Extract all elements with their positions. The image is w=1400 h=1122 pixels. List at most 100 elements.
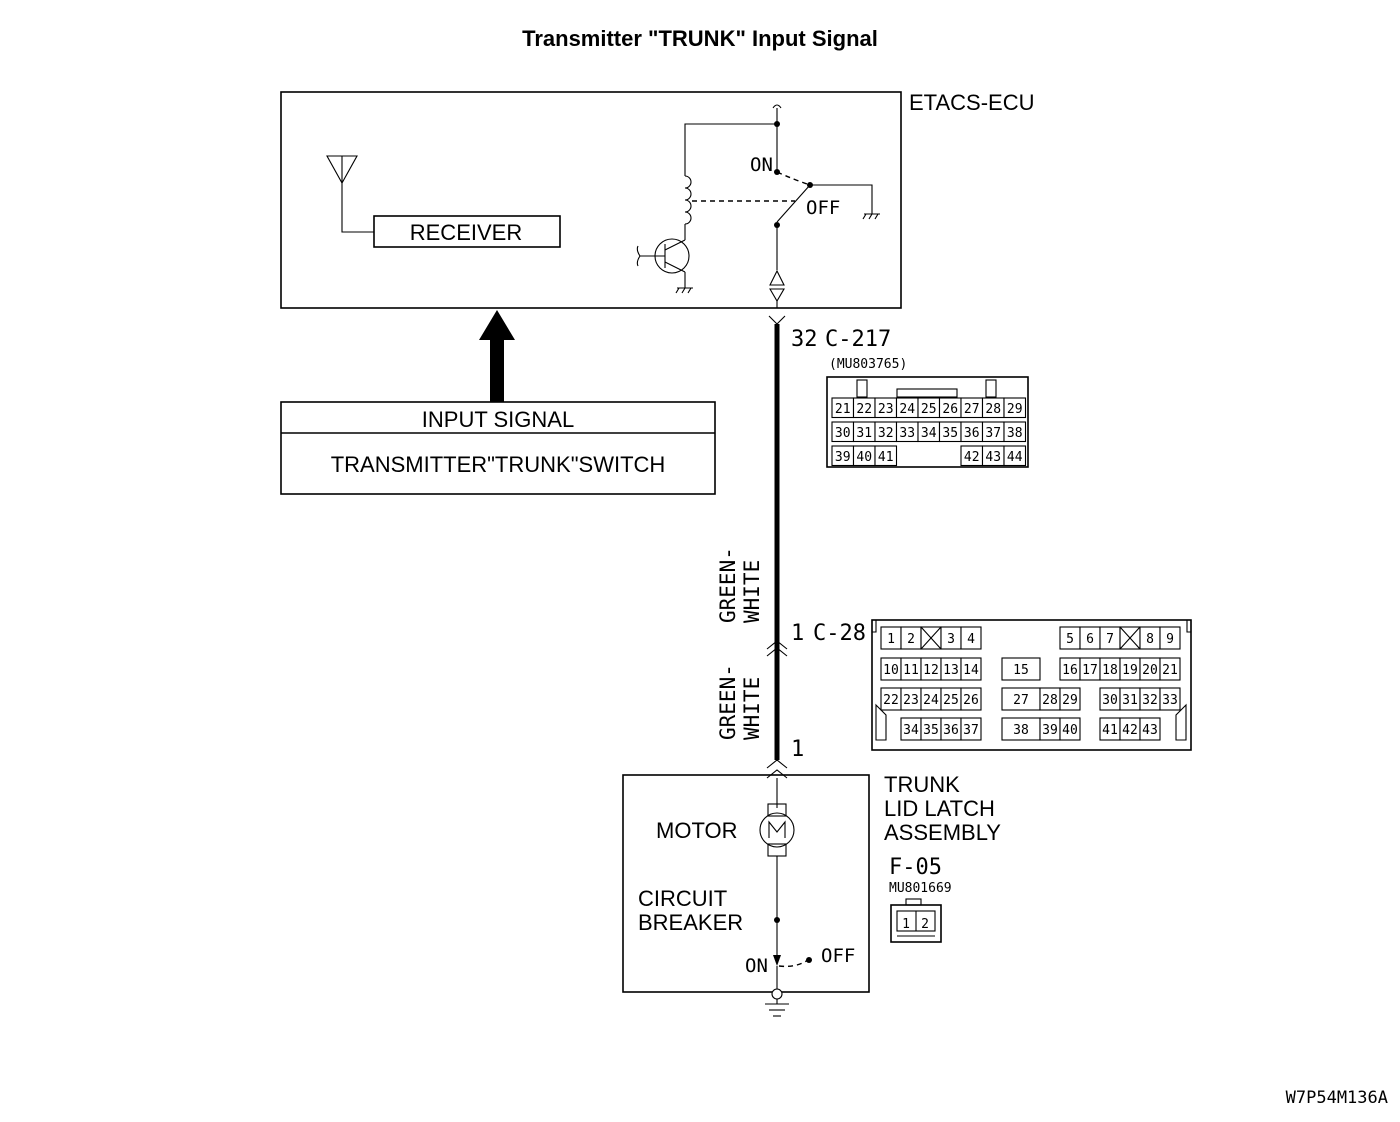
c28-pin-43-cell [1139, 717, 1161, 741]
c28-pin-19: 19 [1122, 663, 1138, 678]
svg-text:WHITE: WHITE [740, 677, 764, 740]
c217-pin-44-cell [1003, 445, 1027, 467]
relay-on-label: ON [750, 154, 773, 176]
c217-pin-22: 22 [856, 402, 872, 417]
c28-pin-9: 9 [1166, 632, 1174, 647]
c28-pin-26: 26 [963, 693, 979, 708]
c28-pin-14-cell [960, 657, 982, 681]
c28-pin-38: 38 [1013, 723, 1029, 738]
c28-pin-29: 29 [1062, 693, 1078, 708]
input-signal-body: TRANSMITTER"TRUNK"SWITCH [331, 452, 666, 477]
c217-pin-29: 29 [1007, 402, 1023, 417]
c217-pin-23: 23 [878, 402, 894, 417]
c217-part-number: (MU803765) [829, 357, 907, 372]
c28-pin-6: 6 [1086, 632, 1094, 647]
figure-code: W7P54M136A [1286, 1088, 1388, 1108]
trunk-label-line2: LID LATCH [884, 796, 995, 821]
c28-pin-15-cell [1001, 657, 1041, 681]
f05-pin-2: 2 [921, 917, 929, 932]
c28-pin-12: 12 [923, 663, 939, 678]
receiver-label: RECEIVER [410, 220, 522, 245]
c28-pin-17: 17 [1082, 663, 1098, 678]
breaker-label-line2: BREAKER [638, 910, 743, 935]
c28-pin-35: 35 [923, 723, 939, 738]
c217-pin-44: 44 [1007, 450, 1023, 465]
breaker-off-label: OFF [821, 945, 855, 967]
trunk-label-line3: ASSEMBLY [884, 820, 1001, 845]
wire-color-upper: GREEN- WHITE [716, 547, 764, 623]
circuit-breaker-switch [771, 917, 812, 1000]
connector-f05-face [890, 898, 942, 943]
relay-coil-icon [684, 175, 692, 225]
c217-pin-21: 21 [835, 402, 851, 417]
c28-pin-30: 30 [1102, 693, 1118, 708]
c217-pin-26: 26 [942, 402, 958, 417]
c217-pin-33: 33 [899, 426, 915, 441]
input-signal-header: INPUT SIGNAL [422, 407, 574, 432]
c217-pin-31: 31 [856, 426, 872, 441]
etacs-ecu-box [280, 91, 902, 309]
relay-off-label: OFF [806, 197, 840, 219]
svg-text:WHITE: WHITE [740, 560, 764, 623]
c217-pin-38-cell [1003, 421, 1027, 443]
c28-pin-4: 4 [967, 632, 975, 647]
c28-pin-15: 15 [1013, 663, 1029, 678]
c28-pin-40-cell [1059, 717, 1081, 741]
wire-color-lower: GREEN- WHITE [716, 664, 764, 740]
c28-pin-18: 18 [1102, 663, 1118, 678]
c217-pin-label: 32 [791, 327, 818, 352]
c217-pin-40: 40 [856, 450, 872, 465]
svg-text:GREEN-: GREEN- [716, 547, 740, 623]
ground-icon [765, 999, 789, 1017]
input-arrow-icon [479, 310, 515, 402]
c28-pin-37: 37 [963, 723, 979, 738]
c28-pin-26-cell [960, 687, 982, 711]
c28-pin-9-cell [1159, 626, 1181, 650]
c28-pin-33-cell [1159, 687, 1181, 711]
c28-pin-24: 24 [923, 693, 939, 708]
c28-pin-2: 2 [907, 632, 915, 647]
c28-pin-7: 7 [1106, 632, 1114, 647]
c28-latch-icon [875, 703, 1187, 741]
c28-pin-20: 20 [1142, 663, 1158, 678]
c28-pin-11: 11 [903, 663, 919, 678]
c28-pin-36: 36 [943, 723, 959, 738]
c217-pin-35: 35 [942, 426, 958, 441]
c28-pin-8: 8 [1146, 632, 1154, 647]
f05-name: F-05 [889, 855, 942, 880]
c28-pin-label: 1 [791, 621, 804, 646]
c28-pin-4-cell [960, 626, 982, 650]
trunk-pin-label: 1 [791, 737, 804, 762]
c28-pin-21-cell [1159, 657, 1181, 681]
c217-pin-36: 36 [964, 426, 980, 441]
c217-pin-39: 39 [835, 450, 851, 465]
relay-circuit [636, 104, 880, 308]
input-signal-box [280, 401, 716, 495]
c28-pin-3: 3 [947, 632, 955, 647]
motor-label: MOTOR [656, 818, 737, 843]
motor-icon [759, 803, 795, 918]
c28-pin-37-cell [960, 717, 982, 741]
c28-pin-16: 16 [1062, 663, 1078, 678]
c28-pin-5: 5 [1066, 632, 1074, 647]
c28-pin-14: 14 [963, 663, 979, 678]
c217-pin-24: 24 [899, 402, 915, 417]
c217-pin-29-cell [1003, 397, 1027, 419]
c217-pin-42: 42 [964, 450, 980, 465]
blocked-cavity-icon [1119, 626, 1141, 650]
svg-text:GREEN-: GREEN- [716, 664, 740, 740]
c28-pin-1: 1 [887, 632, 895, 647]
breaker-label-line1: CIRCUIT [638, 886, 727, 911]
trunk-label-line1: TRUNK [884, 772, 960, 797]
antenna-icon [326, 155, 374, 233]
receiver-box [373, 215, 561, 248]
c28-pin-40: 40 [1062, 723, 1078, 738]
etacs-ecu-label: ETACS-ECU [909, 90, 1035, 115]
c28-pin-27: 27 [1013, 693, 1029, 708]
c28-name: C-28 [813, 621, 866, 646]
f05-pin-1: 1 [902, 917, 910, 932]
transistor-icon [636, 238, 693, 294]
